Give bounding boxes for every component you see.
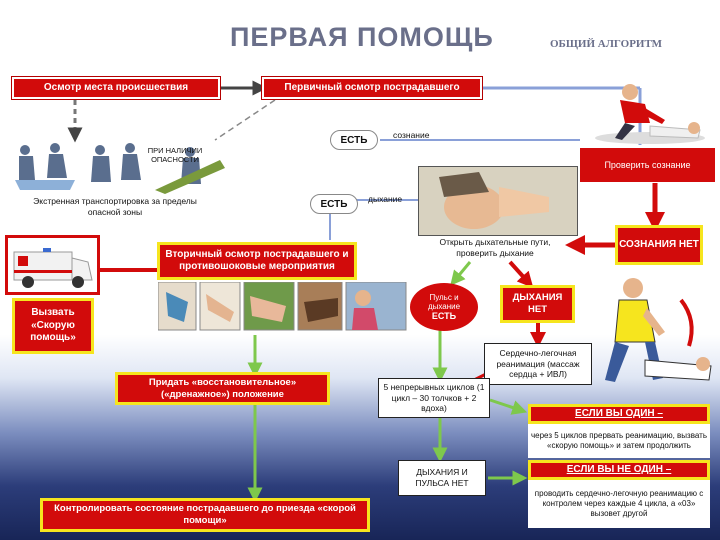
no-consciousness-label: СОЗНАНИЯ НЕТ	[619, 238, 699, 250]
secondary-inspection-box: Вторичный осмотр пострадавшего и противо…	[157, 242, 357, 280]
pulse-label-line2: дыхание	[427, 301, 461, 311]
recovery-position-label: Придать «восстановительное» («дренажное»…	[148, 376, 297, 400]
primary-inspection-box: Первичный осмотр пострадавшего	[262, 77, 482, 99]
primary-inspection-label: Первичный осмотр пострадавшего	[284, 81, 460, 93]
connector-cycles-alone	[489, 398, 528, 415]
no-breathing-box: ДЫХАНИЯ НЕТ	[500, 285, 575, 323]
if-alone-title: ЕСЛИ ВЫ ОДИН –	[575, 407, 663, 419]
if-not-alone-box: ЕСЛИ ВЫ НЕ ОДИН –	[528, 460, 710, 480]
scene-inspection-box: Осмотр места происшествия	[12, 77, 220, 99]
shock-measures-photos	[157, 281, 410, 334]
no-breathing-pulse-label: ДЫХАНИЯ И ПУЛЬСА НЕТ	[415, 467, 469, 488]
cpr-illustration	[585, 270, 715, 400]
monitor-box: Контролировать состояние пострадавшего д…	[40, 498, 370, 532]
monitor-label: Контролировать состояние пострадавшего д…	[54, 503, 356, 526]
call-ambulance-label: Вызвать «Скорую помощь»	[30, 307, 76, 344]
five-cycles-label: 5 непрерывных циклов (1 цикл – 30 толчко…	[383, 382, 485, 414]
has-breathing-badge: ЕСТЬ	[310, 194, 358, 214]
scene-inspection-label: Осмотр места происшествия	[43, 81, 189, 93]
cpr-label: Сердечно-легочная реанимация (массаж сер…	[496, 348, 580, 380]
no-breathing-label: ДЫХАНИЯ НЕТ	[512, 292, 563, 315]
connector-airway-nobreath	[508, 260, 534, 288]
ambulance-box	[5, 235, 100, 295]
check-consciousness-label: Проверить сознание	[604, 160, 691, 170]
has-consciousness-badge: ЕСТЬ	[330, 130, 378, 150]
page-title: ПЕРВАЯ ПОМОЩЬ	[230, 22, 494, 52]
consciousness-label: сознание	[393, 130, 430, 140]
open-airway-text: Открыть дыхательные пути, проверить дыха…	[439, 237, 551, 258]
emergency-transport-label: Экстренная транспортировка за пределы оп…	[33, 196, 197, 217]
evacuation-photo	[5, 140, 230, 196]
pulse-breathing-yes-box: Пульс и дыхание ЕСТЬ	[410, 283, 478, 331]
pulse-label-line3: ЕСТЬ	[431, 311, 457, 322]
connector-airway-pulse	[450, 261, 472, 286]
call-ambulance-box: Вызвать «Скорую помощь»	[12, 298, 94, 354]
cpr-box: Сердечно-легочная реанимация (массаж сер…	[484, 343, 592, 385]
airway-photo	[418, 166, 578, 236]
recovery-position-box: Придать «восстановительное» («дренажное»…	[115, 372, 330, 405]
if-alone-box: ЕСЛИ ВЫ ОДИН –	[528, 404, 710, 424]
if-not-alone-title: ЕСЛИ ВЫ НЕ ОДИН –	[566, 463, 672, 475]
breathing-label: дыхание	[368, 194, 403, 204]
no-consciousness-box: СОЗНАНИЯ НЕТ	[615, 225, 703, 265]
secondary-inspection-label: Вторичный осмотр пострадавшего и противо…	[165, 248, 349, 273]
no-breathing-pulse-box: ДЫХАНИЯ И ПУЛЬСА НЕТ	[398, 460, 486, 496]
check-consciousness-box: Проверить сознание	[580, 148, 715, 182]
pulse-label-line1: Пульс и	[429, 292, 459, 302]
rescuer-photo	[590, 78, 710, 148]
five-cycles-box: 5 непрерывных циклов (1 цикл – 30 толчко…	[378, 378, 490, 418]
if-not-alone-text: проводить сердечно-легочную реанимацию с…	[528, 480, 710, 528]
if-alone-text: через 5 циклов прервать реанимацию, вызв…	[528, 424, 710, 458]
page-subtitle: ОБЩИЙ АЛГОРИТМ	[550, 38, 663, 50]
if-danger-label: ПРИ НАЛИЧИИ ОПАСНОСТИ	[147, 146, 203, 164]
